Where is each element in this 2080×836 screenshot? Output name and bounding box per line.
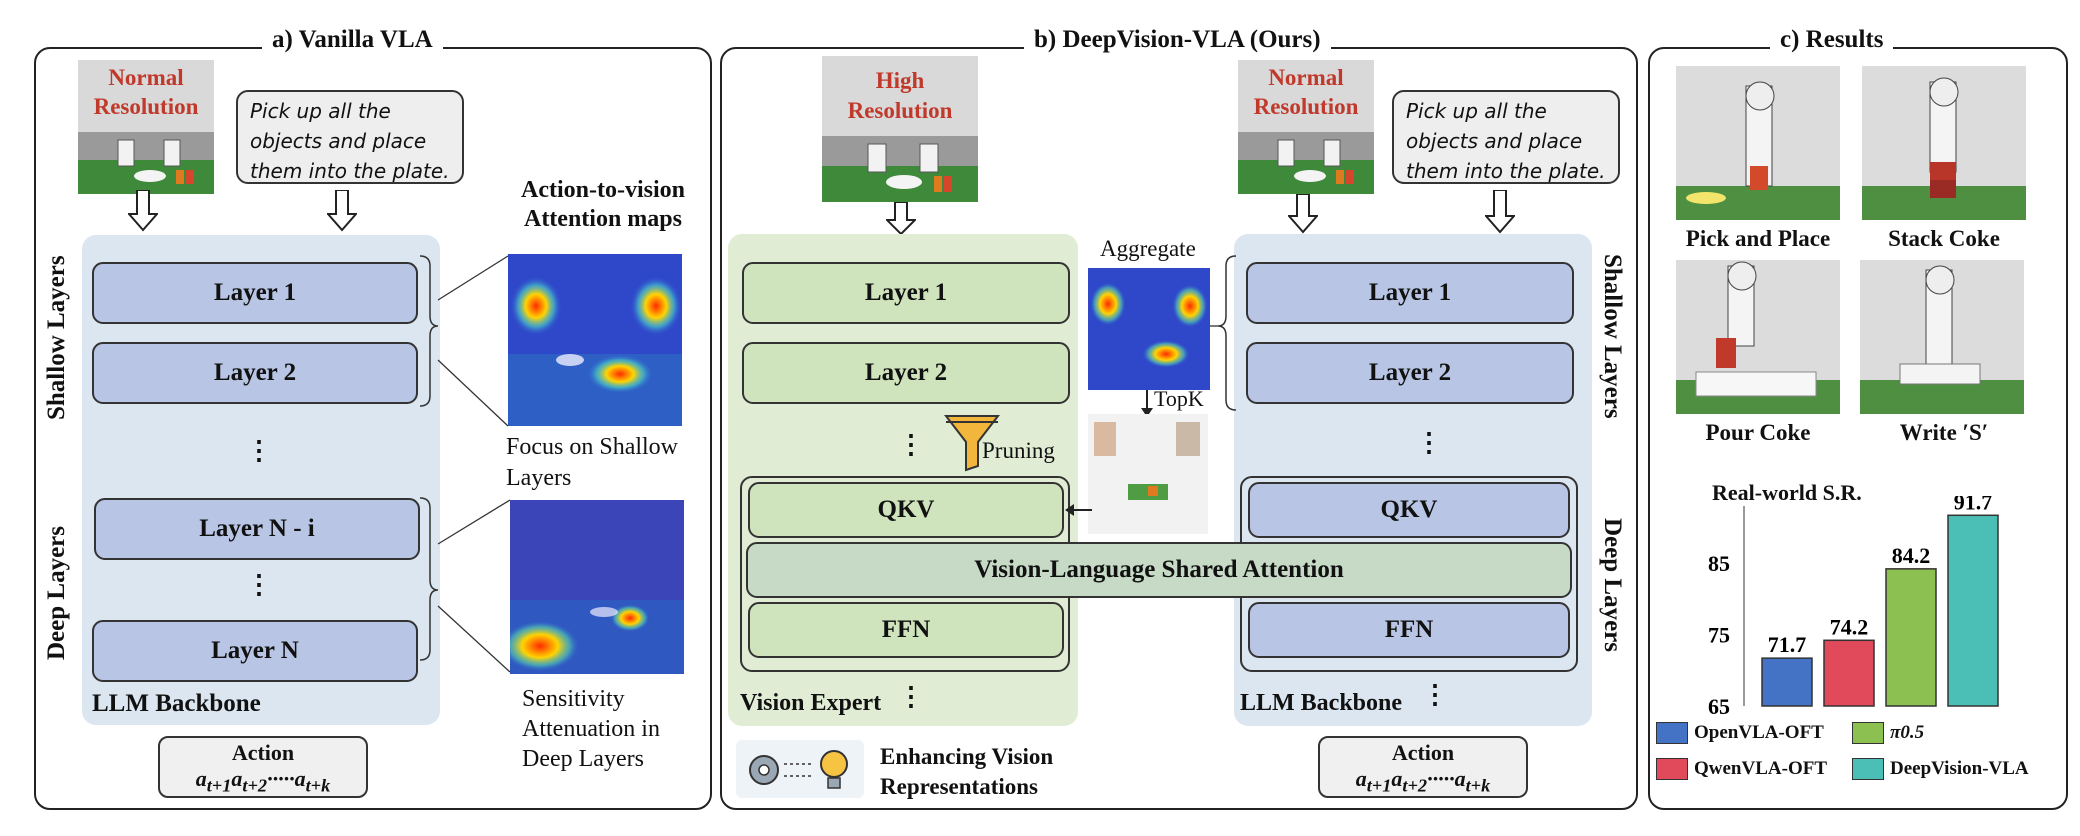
- instruction-box: Pick up all the objects and place them i…: [236, 90, 464, 184]
- ellipsis: ⋮: [246, 436, 272, 465]
- chart-title: Real-world S.R.: [1712, 480, 1862, 505]
- ellipsis: ⋮: [1416, 428, 1442, 457]
- bar: [1885, 568, 1937, 707]
- bar-value-label: 71.7: [1768, 632, 1807, 657]
- vision-ffn: FFN: [748, 602, 1064, 658]
- task-label: Pick and Place: [1685, 226, 1831, 251]
- robot-scene-image-normal-res: [1238, 60, 1374, 194]
- bar-value-label: 91.7: [1954, 496, 1993, 514]
- layer-n: Layer N: [92, 620, 418, 682]
- legend-label: DeepVision-VLA: [1890, 758, 2029, 779]
- enhancing-vision-text: Enhancing Vision Representations: [880, 744, 1054, 799]
- down-arrow-icon: [327, 190, 357, 232]
- action-title: Action: [231, 740, 295, 765]
- funnel-icon: [944, 415, 1000, 472]
- pruned-image: [1088, 414, 1208, 534]
- sensitivity-text: Sensitivity Attenuation in Deep Layers: [522, 686, 660, 772]
- topk-label: TopK: [1154, 386, 1204, 411]
- layer-1: Layer 1: [92, 262, 418, 324]
- bar-value-label: 84.2: [1892, 543, 1931, 568]
- task-image-pour-coke: [1676, 260, 1840, 414]
- topk-arrow-icon: [1141, 390, 1153, 417]
- legend-item: QwenVLA-OFT: [1656, 758, 1827, 780]
- task-image-stack-coke: [1862, 66, 2026, 220]
- attention-maps-title: Action-to-vision Attention maps: [521, 177, 685, 232]
- legend-swatch: [1852, 722, 1884, 744]
- legend-item: OpenVLA-OFT: [1656, 722, 1824, 744]
- bar: [1761, 657, 1813, 707]
- down-arrow-icon: [1485, 190, 1515, 234]
- legend-label: π0.5: [1890, 722, 1925, 743]
- ellipsis: ⋮: [246, 570, 272, 599]
- ellipsis: ⋮: [898, 430, 924, 459]
- panel-c-title: c) Results: [1770, 26, 1894, 54]
- y-tick-label: 85: [1708, 551, 1730, 576]
- llm-backbone-label: LLM Backbone: [92, 690, 261, 717]
- legend-item: π0.5: [1852, 722, 1924, 744]
- legend-label: QwenVLA-OFT: [1694, 758, 1827, 779]
- action-title: Action: [1391, 740, 1455, 765]
- high-resolution-label: High Resolution: [847, 68, 953, 123]
- panel-a-title: a) Vanilla VLA: [262, 26, 443, 54]
- ellipsis: ⋮: [1422, 680, 1448, 709]
- task-label: Stack Coke: [1888, 226, 2000, 251]
- llm-layer-2: Layer 2: [1246, 342, 1574, 404]
- shallow-layers-label: Shallow Layers: [1599, 254, 1626, 419]
- task-image-write-s: [1860, 260, 2024, 414]
- legend-swatch: [1852, 758, 1884, 780]
- action-formula: at+1at+2·····at+k: [195, 766, 331, 796]
- action-box: Action at+1at+2·····at+k: [1318, 736, 1528, 798]
- aggregated-heatmap: [1088, 268, 1210, 390]
- y-tick-label: 65: [1708, 694, 1730, 719]
- legend: OpenVLA-OFT π0.5 QwenVLA-OFT DeepVision-…: [1656, 718, 2064, 798]
- bar: [1947, 514, 1999, 707]
- shared-attention-block: Vision-Language Shared Attention: [746, 542, 1572, 598]
- legend-label: OpenVLA-OFT: [1694, 722, 1824, 743]
- task-label: Pour Coke: [1705, 420, 1811, 445]
- action-box: Action at+1at+2·····at+k: [158, 736, 368, 798]
- brace-connectors: [419, 255, 511, 673]
- task-image-pick-and-place: [1676, 66, 1840, 220]
- llm-ffn: FFN: [1248, 602, 1570, 658]
- task-label: Write ′S′: [1899, 420, 1989, 445]
- vision-expert-label: Vision Expert: [740, 690, 882, 716]
- down-arrow-icon: [1288, 194, 1318, 234]
- llm-backbone-label: LLM Backbone: [1240, 690, 1403, 716]
- action-formula: at+1at+2·····at+k: [1355, 766, 1491, 796]
- bar: [1823, 639, 1875, 707]
- attention-heatmap-shallow: [508, 254, 682, 426]
- aggregate-label: Aggregate: [1100, 236, 1196, 261]
- qkv-arrow-icon: [1065, 504, 1092, 516]
- robot-scene-image-high-res: [822, 56, 978, 202]
- normal-resolution-label: Normal Resolution: [93, 65, 199, 119]
- llm-qkv: QKV: [1248, 482, 1570, 538]
- ellipsis: ⋮: [898, 682, 924, 711]
- y-tick-label: 75: [1708, 623, 1730, 648]
- vision-layer-1: Layer 1: [742, 262, 1070, 324]
- instruction-box: Pick up all the objects and place them i…: [1392, 90, 1620, 184]
- focus-text: Focus on Shallow Layers: [506, 434, 679, 491]
- panel-b-title: b) DeepVision-VLA (Ours): [1024, 26, 1331, 54]
- layer-n-minus-i: Layer N - i: [94, 498, 420, 560]
- gear-bulb-icon: [736, 740, 864, 798]
- vision-qkv: QKV: [748, 482, 1064, 538]
- layer-2: Layer 2: [92, 342, 418, 404]
- bar-chart: 65 75 85 71.7 74.2 84.2 91.7: [1708, 496, 1999, 719]
- bar-value-label: 74.2: [1830, 614, 1869, 639]
- pruning-label: Pruning: [982, 438, 1055, 463]
- robot-scene-image: [78, 60, 214, 194]
- legend-swatch: [1656, 722, 1688, 744]
- brace-connectors: [1210, 255, 1237, 411]
- vision-layer-2: Layer 2: [742, 342, 1070, 404]
- legend-swatch: [1656, 758, 1688, 780]
- llm-layer-1: Layer 1: [1246, 262, 1574, 324]
- deep-layers-label: Deep Layers: [1599, 518, 1626, 652]
- attention-heatmap-deep: [500, 500, 684, 674]
- normal-resolution-label: Normal Resolution: [1253, 65, 1359, 119]
- down-arrow-icon: [886, 202, 916, 236]
- down-arrow-icon: [128, 190, 158, 232]
- legend-item: DeepVision-VLA: [1852, 758, 2029, 780]
